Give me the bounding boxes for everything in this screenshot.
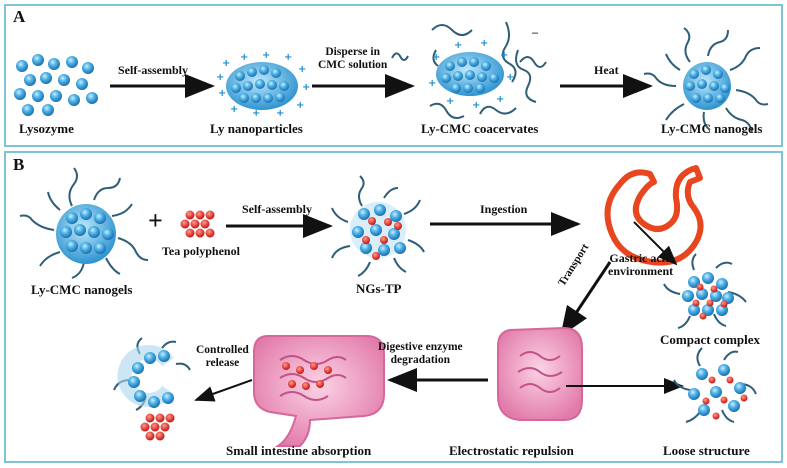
loose-structure-icon	[673, 347, 757, 423]
tea-polyphenol-label: Tea polyphenol	[162, 244, 240, 258]
ingestion-label: Ingestion	[480, 202, 528, 216]
digestive-line2: degradation	[390, 354, 451, 366]
svg-text:+: +	[500, 50, 508, 61]
compact-complex-label: Compact complex	[660, 332, 761, 347]
svg-text:+: +	[480, 38, 488, 49]
digestive-label: Digestive enzyme degradation	[378, 341, 463, 367]
gastric-line1: Gastric acid	[609, 251, 672, 265]
ly-nanoparticle-icon: + + + + + + + + + + + +	[216, 50, 310, 119]
svg-text:+: +	[302, 82, 310, 93]
coacervate-icon: ++++ +++++ –	[428, 21, 547, 119]
arrow-to-compact	[633, 221, 678, 266]
svg-text:+: +	[298, 64, 306, 75]
ngs-tp-icon	[331, 175, 425, 277]
svg-text:+: +	[222, 58, 230, 69]
stomach-icon	[604, 165, 704, 266]
disperse-label: Disperse in CMC solution	[318, 46, 387, 72]
electrostatic-label: Electrostatic repulsion	[449, 443, 574, 458]
arrow-controlled-release	[194, 379, 253, 402]
gastric-line2: environment	[608, 264, 674, 278]
disperse-line2: CMC solution	[318, 59, 388, 71]
large-intestine-icon	[497, 326, 583, 421]
nanogels-a-label: Ly-CMC nanogels	[661, 121, 763, 136]
heat-label: Heat	[594, 63, 619, 77]
self-assembly-b-label: Self-assembly	[242, 202, 312, 216]
compact-complex-icon	[663, 253, 747, 329]
released-nanogel-icon	[113, 337, 191, 441]
small-intestine-icon	[253, 335, 385, 447]
svg-text:+: +	[276, 108, 284, 119]
svg-text:+: +	[216, 72, 224, 83]
small-intestine-label: Small intestine absorption	[226, 443, 372, 458]
lysozyme-spheres-icon	[14, 54, 98, 116]
svg-text:+: +	[496, 94, 504, 105]
svg-text:+: +	[454, 40, 462, 51]
cmc-chain-icon	[391, 52, 409, 61]
svg-text:+: +	[240, 52, 248, 63]
tea-polyphenol-icon	[180, 210, 215, 238]
svg-text:+: +	[218, 88, 226, 99]
panel-b	[4, 151, 783, 463]
svg-text:+: +	[296, 100, 304, 111]
svg-text:+: +	[506, 72, 514, 83]
loose-structure-label: Loose structure	[663, 443, 750, 458]
svg-text:+: +	[432, 52, 440, 63]
self-assembly-a-label: Self-assembly	[118, 63, 188, 77]
svg-text:+: +	[446, 96, 454, 107]
ly-nanoparticles-label: Ly nanoparticles	[210, 121, 303, 136]
svg-text:–: –	[531, 25, 539, 39]
nanogel-b-icon	[19, 167, 149, 279]
nanogel-icon	[643, 27, 769, 133]
svg-text:+: +	[284, 52, 292, 63]
gastric-label: Gastric acid environment	[608, 252, 673, 278]
disperse-line1: Disperse in	[325, 46, 380, 58]
controlled-line2: release	[205, 357, 240, 369]
arrow-transport	[560, 261, 612, 337]
controlled-line1: Controlled	[196, 344, 249, 356]
nanogels-b-label: Ly-CMC nanogels	[31, 282, 133, 297]
controlled-release-label: Controlled release	[196, 344, 249, 370]
panel-a	[4, 4, 783, 147]
panel-b-letter: B	[13, 155, 25, 174]
plus-sign: +	[148, 206, 163, 235]
ngs-tp-label: NGs-TP	[356, 281, 402, 296]
svg-text:+: +	[262, 50, 270, 61]
coacervates-label: Ly-CMC coacervates	[421, 121, 539, 136]
svg-text:+: +	[230, 104, 238, 115]
svg-text:+: +	[428, 78, 436, 89]
digestive-line1: Digestive enzyme	[378, 341, 463, 353]
svg-text:+: +	[252, 108, 260, 119]
lysozyme-label: Lysozyme	[19, 121, 74, 136]
panel-a-letter: A	[13, 7, 26, 26]
svg-text:+: +	[472, 100, 480, 111]
